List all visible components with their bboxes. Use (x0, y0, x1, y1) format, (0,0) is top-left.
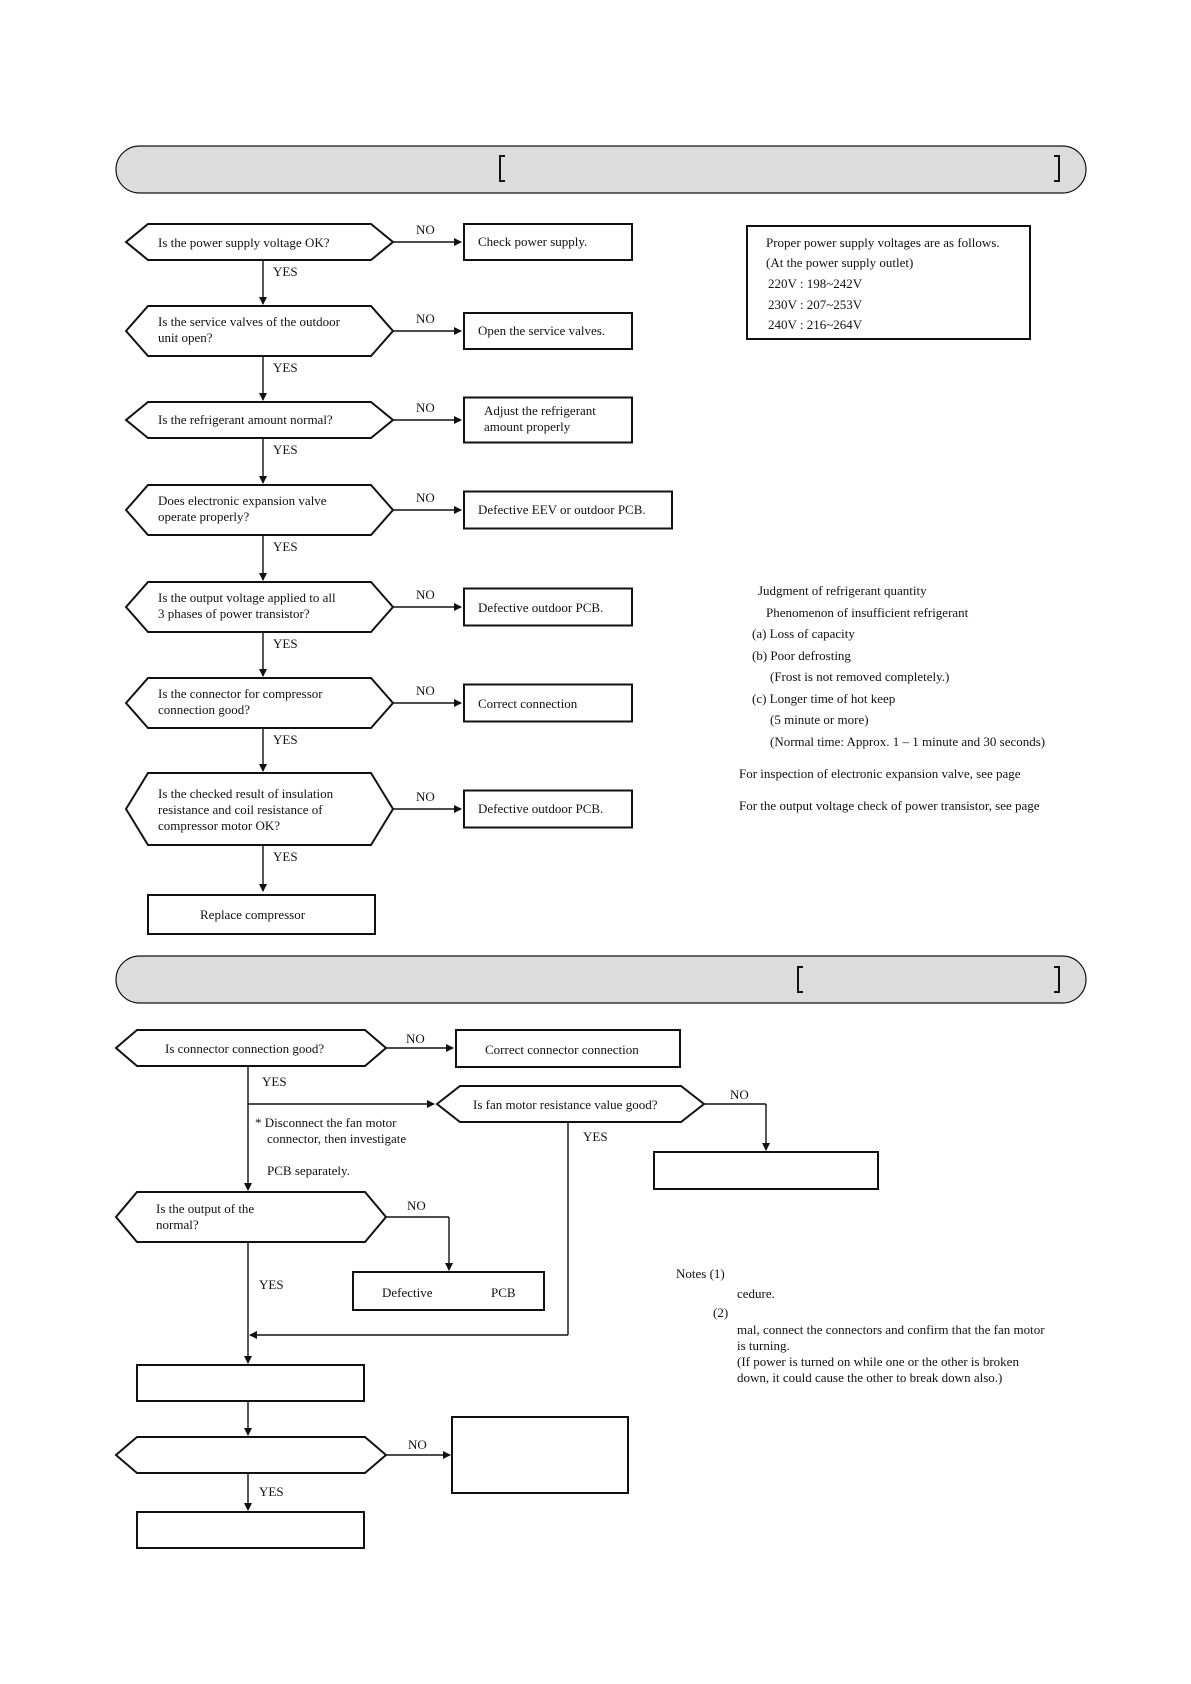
yes-label: YES (262, 1074, 287, 1089)
notes-label: Notes (1) (676, 1266, 725, 1281)
note-2-label: (2) (713, 1305, 728, 1320)
action-text: Defective EEV or outdoor PCB. (478, 502, 646, 517)
no-label: NO (408, 1437, 427, 1452)
star-note-line-2: connector, then investigate (267, 1131, 406, 1146)
judgment-note-line: Phenomenon of insufficient refrigerant (766, 605, 969, 620)
action-box-5 (463, 587, 633, 627)
action-box-1 (463, 223, 633, 261)
no-label: NO (416, 311, 435, 326)
blank-action-box-2 (136, 1364, 365, 1402)
yes-label: YES (583, 1129, 608, 1144)
action-text: Correct connection (478, 696, 578, 711)
action-defective-pcb-box (352, 1271, 545, 1311)
q1-text: Is connector connection good? (165, 1041, 324, 1056)
voltage-note-line: 220V : 198~242V (768, 276, 863, 291)
ref-note-transistor: For the output voltage check of power tr… (739, 798, 1040, 813)
voltage-note-line: 230V : 207~253V (768, 297, 863, 312)
decision-text: resistance and coil resistance of (158, 802, 323, 817)
final-replace-box (147, 894, 376, 935)
decision-text: operate properly? (158, 509, 250, 524)
yes-label: YES (273, 849, 298, 864)
no-label: NO (416, 400, 435, 415)
judgment-note-line: (a) Loss of capacity (752, 626, 855, 641)
action-box-7 (463, 789, 633, 829)
q2-text: Is fan motor resistance value good? (473, 1097, 658, 1112)
voltage-note-line: Proper power supply voltages are as foll… (766, 235, 1000, 250)
decision-text: Is the service valves of the outdoor (158, 314, 341, 329)
no-label: NO (416, 222, 435, 237)
final-text: Replace compressor (200, 907, 306, 922)
decision-text: 3 phases of power transistor? (158, 606, 310, 621)
no-label: NO (416, 683, 435, 698)
action-text: Check power supply. (478, 234, 587, 249)
yes-label: YES (259, 1484, 284, 1499)
decision-text: Is the connector for compressor (158, 686, 323, 701)
no-label: NO (407, 1198, 426, 1213)
yes-label: YES (273, 732, 298, 747)
note-2-line-4: down, it could cause the other to break … (737, 1370, 1002, 1385)
ref-note-eev: For inspection of electronic expansion v… (739, 766, 1021, 781)
star-note-line-3: PCB separately. (267, 1163, 350, 1178)
no-label: NO (416, 490, 435, 505)
voltage-note-box (746, 225, 1031, 340)
section2-flow (114, 1029, 879, 1549)
voltage-note-line: (At the power supply outlet) (766, 255, 913, 270)
blank-action-box-1 (653, 1151, 879, 1190)
yes-label: YES (273, 539, 298, 554)
section2-text: Is connector connection good? Correct co… (156, 1031, 1045, 1499)
star-note-line-1: * Disconnect the fan motor (255, 1115, 397, 1130)
blank-final-box (136, 1511, 365, 1549)
action-box-2 (463, 312, 633, 350)
action-text: Defective outdoor PCB. (478, 801, 603, 816)
a3-text-2: PCB (491, 1285, 516, 1300)
judgment-note-line: Judgment of refrigerant quantity (758, 583, 927, 598)
action-text: amount properly (484, 419, 571, 434)
note-2-line-1: mal, connect the connectors and confirm … (737, 1322, 1045, 1337)
blank-decision-hex (114, 1436, 388, 1474)
no-label: NO (416, 789, 435, 804)
action-box-4 (463, 490, 673, 530)
action-box-6 (463, 683, 633, 723)
decision-text: Is the checked result of insulation (158, 786, 334, 801)
action-text: Open the service valves. (478, 323, 605, 338)
action-box-3 (463, 396, 633, 444)
q3-text-line-2: normal? (156, 1217, 199, 1232)
decision-text: Is the output voltage applied to all (158, 590, 336, 605)
note-2-line-3: (If power is turned on while one or the … (737, 1354, 1019, 1369)
decision-text: Is the power supply voltage OK? (158, 235, 330, 250)
decision-text: unit open? (158, 330, 213, 345)
yes-label: YES (273, 264, 298, 279)
yes-label: YES (273, 636, 298, 651)
judgment-note-line: (Frost is not removed completely.) (770, 669, 949, 684)
decision-text: Does electronic expansion valve (158, 493, 327, 508)
action-correct-connector-box (455, 1029, 681, 1068)
voltage-note-line: 240V : 216~264V (768, 317, 863, 332)
decision-text: connection good? (158, 702, 250, 717)
yes-label: YES (273, 360, 298, 375)
judgment-note-line: (b) Poor defrosting (752, 648, 851, 663)
yes-label: YES (259, 1277, 284, 1292)
a3-text-1: Defective (382, 1285, 433, 1300)
note-1: cedure. (737, 1286, 775, 1301)
yes-label: YES (273, 442, 298, 457)
blank-action-box-3 (451, 1416, 629, 1494)
action-text: Defective outdoor PCB. (478, 600, 603, 615)
judgment-note-line: (c) Longer time of hot keep (752, 691, 895, 706)
decision-text: Is the refrigerant amount normal? (158, 412, 333, 427)
q3-text-line-1: Is the output of the (156, 1201, 254, 1216)
action-text: Adjust the refrigerant (484, 403, 596, 418)
judgment-note-line: (Normal time: Approx. 1 – 1 minute and 3… (770, 734, 1045, 749)
no-label: NO (730, 1087, 749, 1102)
judgment-note-line: (5 minute or more) (770, 712, 869, 727)
a1-text: Correct connector connection (485, 1042, 639, 1057)
no-label: NO (416, 587, 435, 602)
section2-banner (115, 955, 1087, 1004)
decision-text: compressor motor OK? (158, 818, 280, 833)
section1-banner (115, 145, 1087, 194)
note-2-line-2: is turning. (737, 1338, 790, 1353)
no-label: NO (406, 1031, 425, 1046)
